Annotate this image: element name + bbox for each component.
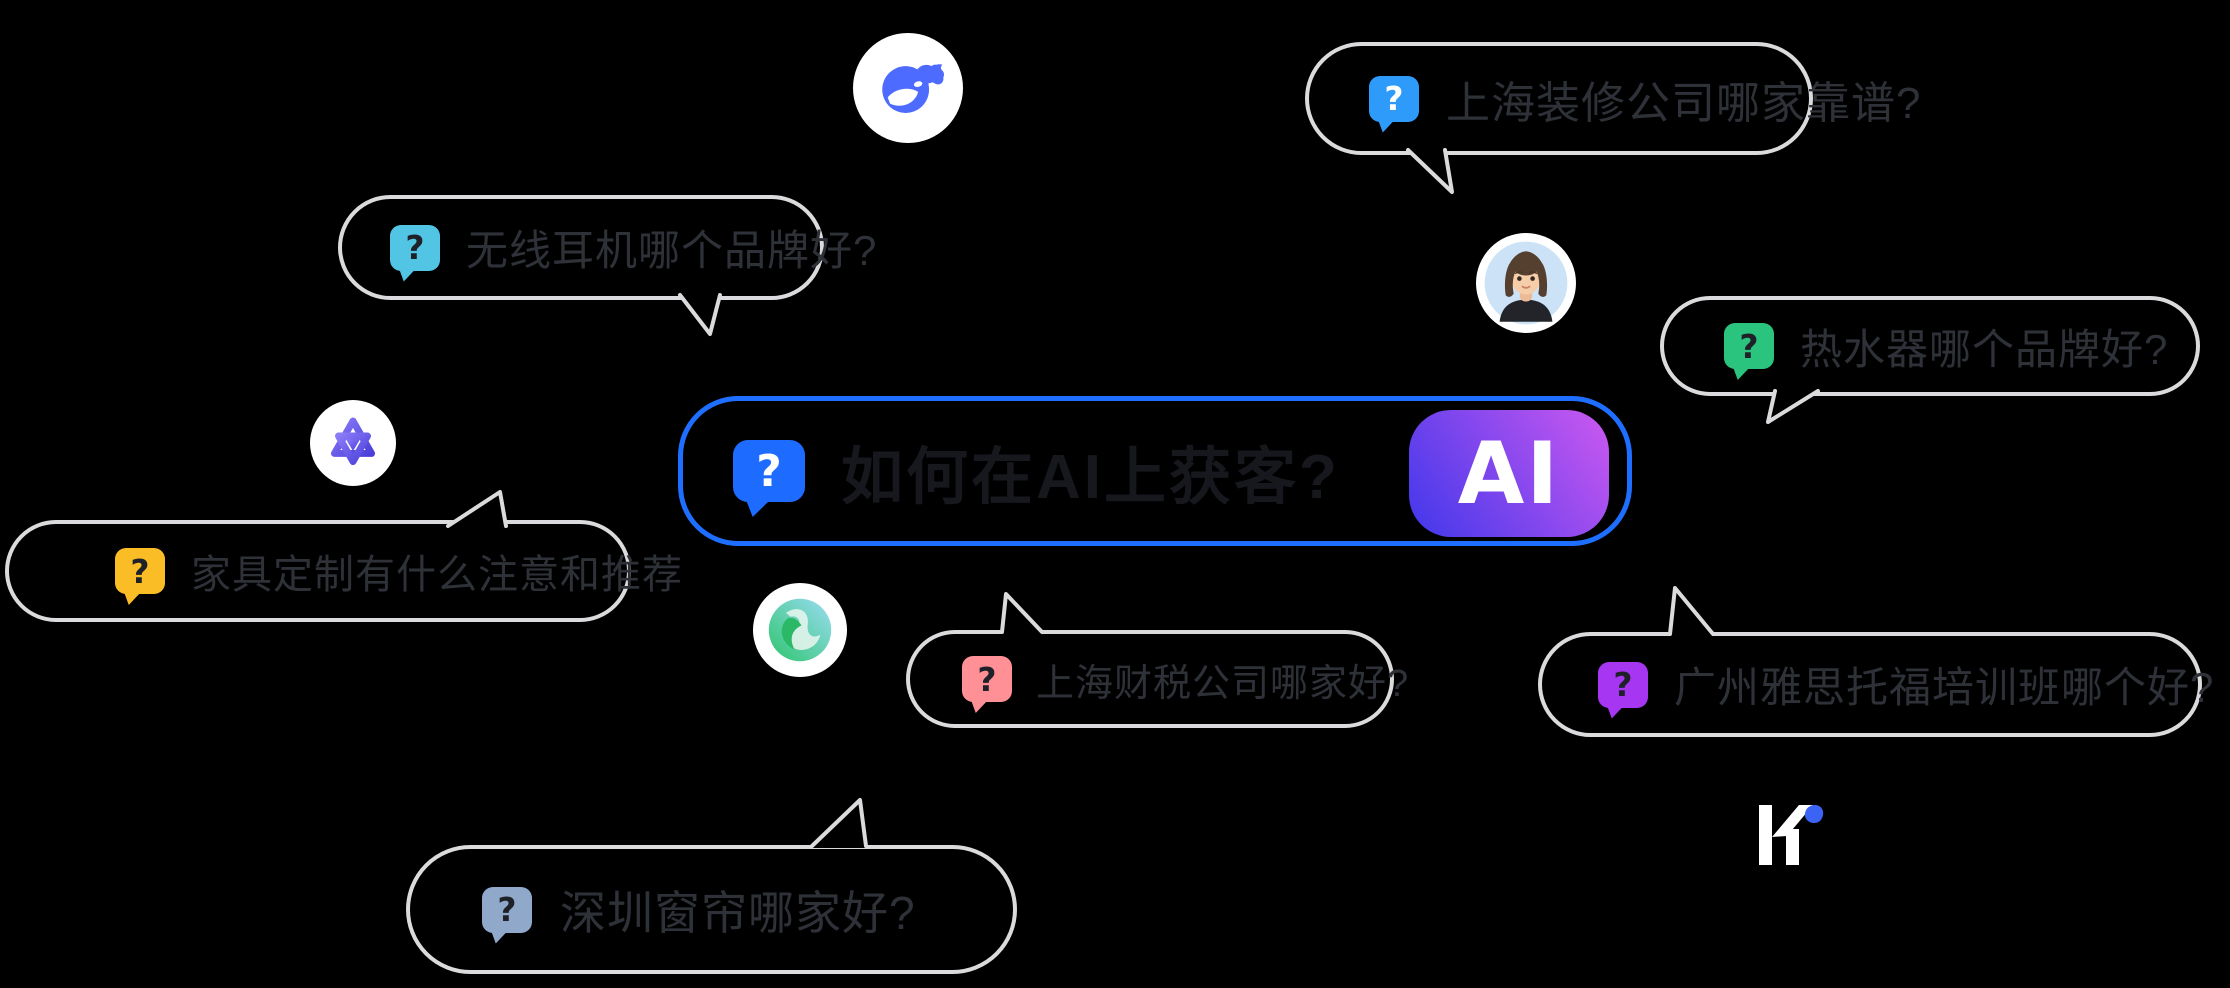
main-question-bubble: ? 如何在AI上获客? AI xyxy=(678,396,1632,546)
question-mark: ? xyxy=(1384,79,1404,118)
question-mark: ? xyxy=(977,659,997,699)
speech-bubble-water-heater: ? 热水器哪个品牌好? xyxy=(1660,296,2200,396)
woman-avatar xyxy=(1476,233,1576,333)
speech-bubble-shenzhen-curtains: ? 深圳窗帘哪家好? xyxy=(406,845,1017,974)
speech-bubble-guangzhou-ielts: ? 广州雅思托福培训班哪个好? xyxy=(1538,632,2213,737)
question-chat-icon: ? xyxy=(390,224,440,271)
woman-avatar-icon xyxy=(1484,241,1568,325)
speech-bubble-shanghai-renovation: ? 上海装修公司哪家靠谱? xyxy=(1305,42,1920,155)
question-mark: ? xyxy=(1739,326,1759,366)
speech-bubble-furniture-custom: ? 家具定制有什么注意和推荐 xyxy=(5,520,682,622)
question-chat-icon: ? xyxy=(1724,323,1774,369)
whale-icon xyxy=(882,64,945,113)
question-chat-icon: ? xyxy=(962,656,1012,702)
bubble-text: 热水器哪个品牌好? xyxy=(1800,325,2169,373)
question-mark: ? xyxy=(1613,665,1633,704)
bubble-tail xyxy=(1406,148,1454,194)
bubble-text: 无线耳机哪个品牌好? xyxy=(466,227,878,274)
green-swirl-icon xyxy=(768,598,832,662)
bubble-text: 上海装修公司哪家靠谱? xyxy=(1446,78,1922,128)
bubble-tail xyxy=(1000,592,1044,634)
question-mark: ? xyxy=(130,551,150,591)
question-chat-icon: ? xyxy=(482,886,532,933)
green-swirl-ai-logo xyxy=(753,583,847,677)
question-chat-icon: ? xyxy=(733,440,805,502)
bubble-tail xyxy=(1668,586,1715,636)
speech-bubble-wireless-earphones: ? 无线耳机哪个品牌好? xyxy=(338,195,876,300)
qwen-logo xyxy=(310,400,396,486)
question-chat-icon: ? xyxy=(1369,75,1419,122)
question-mark: ? xyxy=(405,228,425,267)
ai-gradient-badge: AI xyxy=(1409,410,1609,537)
bubble-text: 广州雅思托福培训班哪个好? xyxy=(1674,664,2215,711)
question-mark: ? xyxy=(497,890,517,929)
speech-bubble-shanghai-tax: ? 上海财税公司哪家好? xyxy=(906,630,1408,728)
bubble-tail xyxy=(1766,389,1820,424)
main-question-text: 如何在AI上获客? xyxy=(841,443,1340,512)
question-chat-icon: ? xyxy=(115,548,165,594)
bubble-text: 家具定制有什么注意和推荐 xyxy=(191,553,683,597)
question-chat-icon: ? xyxy=(1598,661,1648,708)
bubble-tail xyxy=(810,798,868,848)
bubble-tail xyxy=(678,293,722,336)
question-mark: ? xyxy=(756,445,782,497)
deepseek-whale-logo xyxy=(853,33,963,143)
qwen-geometric-icon xyxy=(330,417,376,466)
kimi-logo xyxy=(1756,801,1830,869)
bubble-text: 上海财税公司哪家好? xyxy=(1036,662,1410,705)
bubble-text: 深圳窗帘哪家好? xyxy=(560,886,916,939)
bubble-tail xyxy=(446,490,508,528)
kimi-k-icon xyxy=(1759,805,1824,865)
